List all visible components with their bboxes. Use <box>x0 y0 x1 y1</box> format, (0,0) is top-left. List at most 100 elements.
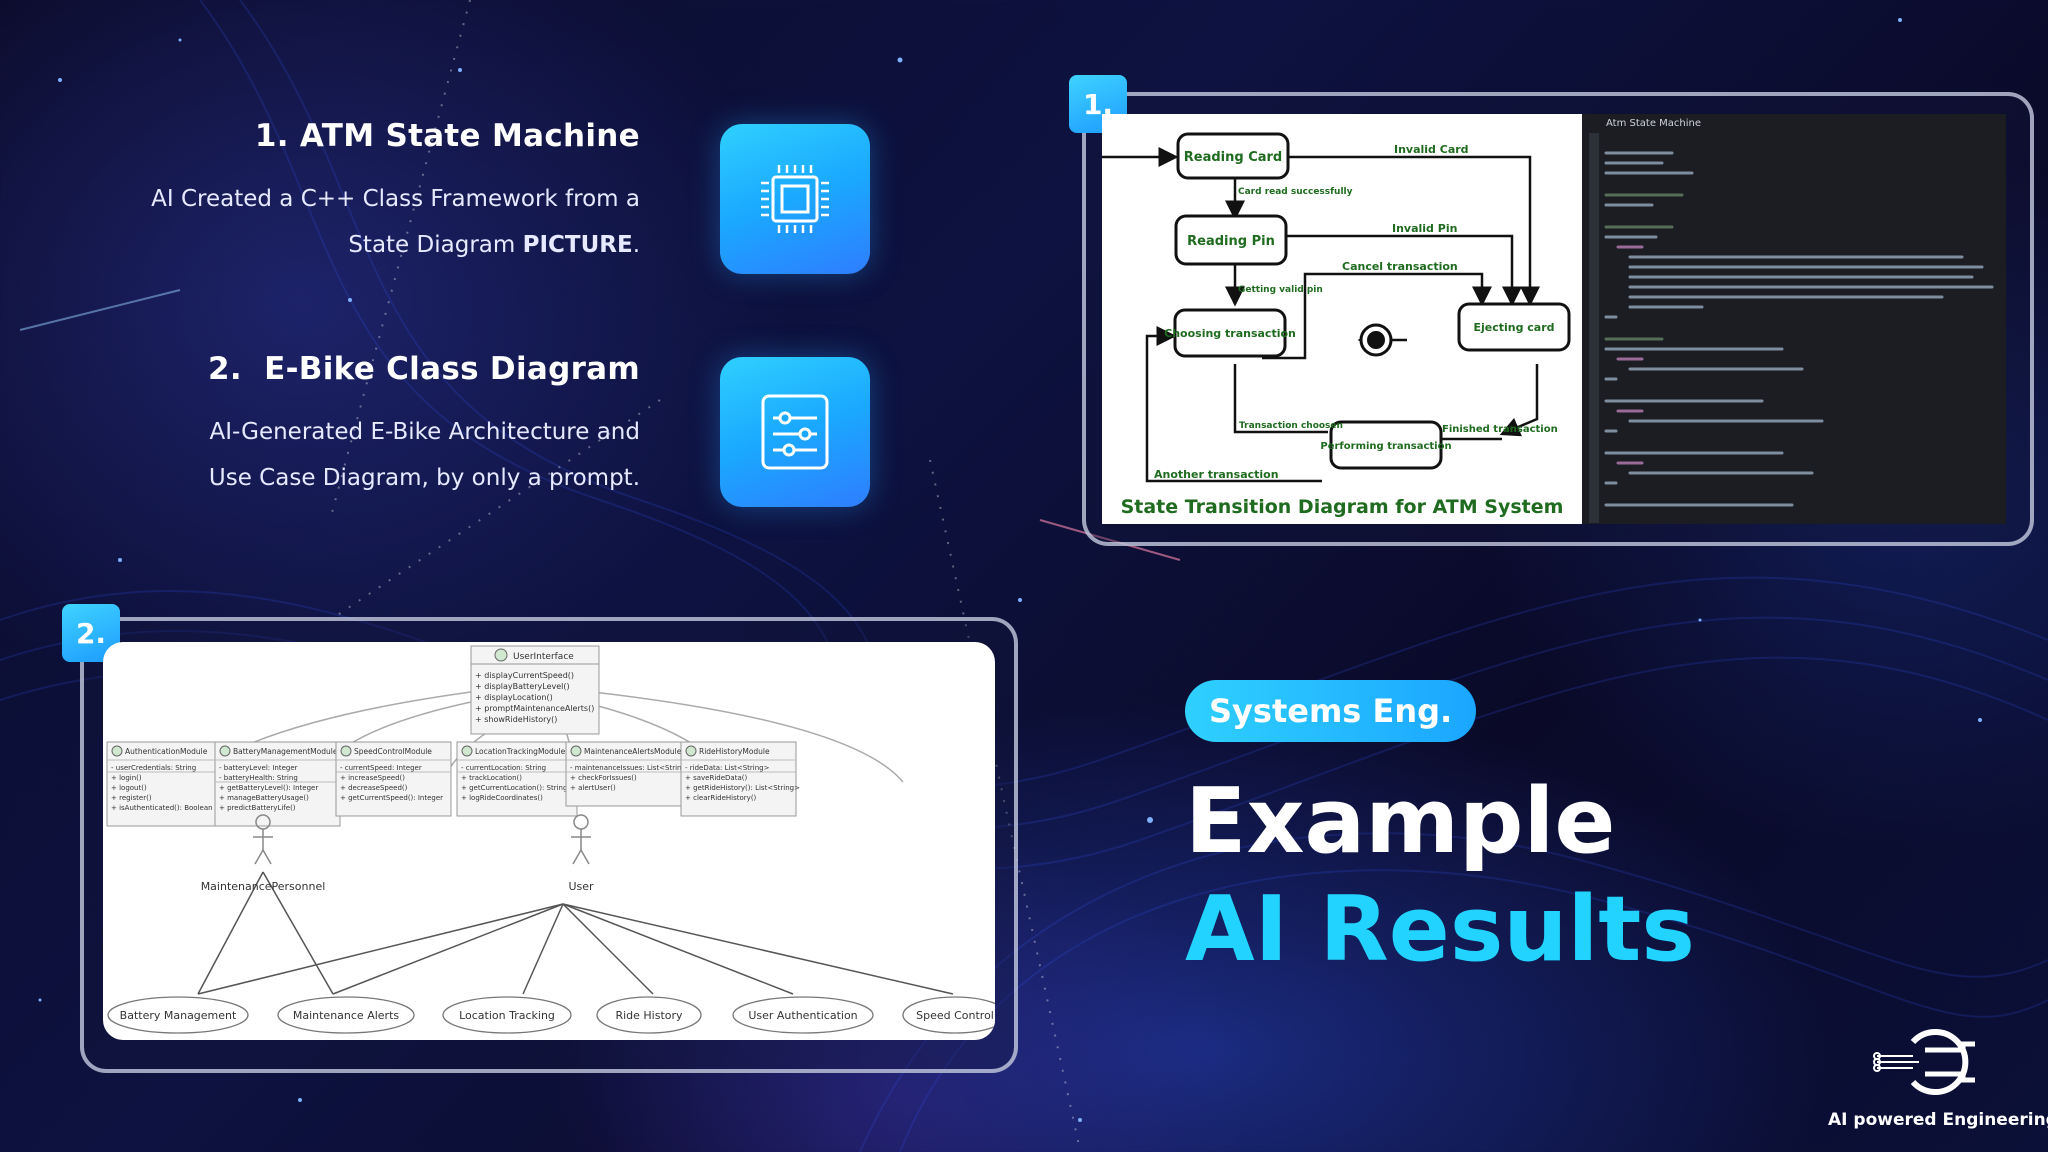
class-member: + logout() <box>111 784 147 792</box>
class-member: + displayLocation() <box>475 693 553 702</box>
class-member: + getCurrentSpeed(): Integer <box>340 794 443 802</box>
uml-class-box: BatteryManagementModule - batteryLevel: I… <box>214 741 341 827</box>
uml-modules: AuthenticationModule - userCredentials: S… <box>106 741 800 827</box>
use-case-label: Ride History <box>615 1009 683 1022</box>
uml-class-box: RideHistoryModule - rideData: List<String… <box>680 741 800 817</box>
class-name: UserInterface <box>513 652 574 662</box>
actor-figures <box>253 814 591 865</box>
category-tag: Systems Eng. <box>1185 680 1477 742</box>
uml-class-box: SpeedControlModule - currentSpeed: Intege… <box>335 741 452 817</box>
diagram-caption: State Transition Diagram for ATM System <box>1121 496 1564 518</box>
class-member: + login() <box>111 774 142 782</box>
class-member: - userCredentials: String <box>111 764 196 772</box>
item-description: AI Created a C++ Class Framework from a … <box>120 176 640 268</box>
class-member: + saveRideData() <box>685 774 747 782</box>
class-member: - rideData: List<String> <box>685 764 770 772</box>
item-desc-line: State Diagram PICTURE. <box>120 222 640 268</box>
actor-label: User <box>568 880 594 893</box>
item-description: AI-Generated E-Bike Architecture and Use… <box>100 409 640 501</box>
item-desc-text: State Diagram <box>348 232 523 258</box>
state-node <box>1329 420 1443 470</box>
class-member: - currentLocation: String <box>461 764 546 772</box>
uml-class-box: AuthenticationModule - userCredentials: S… <box>106 741 218 827</box>
state-node <box>1174 214 1288 266</box>
state-label: Reading Card <box>1184 150 1282 165</box>
use-case-label: Location Tracking <box>459 1009 555 1022</box>
class-member: - batteryLevel: Integer <box>219 764 298 772</box>
item-atm: 1. ATM State Machine AI Created a C++ Cl… <box>120 118 640 268</box>
class-member: + alertUser() <box>570 784 616 792</box>
class-member: - maintenanceIssues: List<String> <box>570 764 692 772</box>
class-member: + logRideCoordinates() <box>461 794 543 802</box>
class-member: + increaseSpeed() <box>340 774 405 782</box>
class-member: + trackLocation() <box>461 774 522 782</box>
item-desc-bold: PICTURE <box>522 232 633 258</box>
class-member: + getBatteryLevel(): Integer <box>219 784 318 792</box>
item-title: 1. ATM State Machine <box>254 118 640 154</box>
state-label: Ejecting card <box>1473 321 1554 334</box>
chip-icon <box>761 165 829 233</box>
item-desc-line: Use Case Diagram, by only a prompt. <box>208 465 640 491</box>
logo-text: AI powered Engineering <box>1828 1110 2048 1130</box>
item-ebike: 2. E-Bike Class Diagram AI-Generated E-B… <box>100 351 640 501</box>
heading-line1: Example <box>1185 769 1616 874</box>
transition-label: Card read successfully <box>1238 187 1353 197</box>
class-name: RideHistoryModule <box>699 747 770 756</box>
state-label: Performing transaction <box>1320 441 1451 452</box>
transition-label: Another transaction <box>1154 468 1279 481</box>
transition-label: Invalid Pin <box>1392 222 1457 235</box>
class-member: + promptMaintenanceAlerts() <box>475 704 594 713</box>
class-member: + register() <box>111 794 152 802</box>
class-name: LocationTrackingModule <box>475 747 566 756</box>
code-editor-preview: Atm State Machine <box>1582 114 2006 524</box>
transition-label: Getting valid pin <box>1238 285 1323 295</box>
class-member: + predictBatteryLife() <box>219 804 296 812</box>
item-desc-text: . <box>632 232 640 258</box>
class-name: SpeedControlModule <box>354 747 432 756</box>
code-tab-title: Atm State Machine <box>1606 118 1702 129</box>
class-name: BatteryManagementModule <box>233 747 338 756</box>
class-name: MaintenanceAlertsModule <box>584 747 682 756</box>
sliders-icon <box>761 394 829 470</box>
use-case-label: Speed Control <box>916 1009 994 1022</box>
item-desc-line: AI Created a C++ Class Framework from a <box>151 186 640 212</box>
ebike-uml-diagram: UserInterface + displayCurrentSpeed() + … <box>103 642 995 1040</box>
use-case-label: Battery Management <box>120 1009 237 1022</box>
class-member: + showRideHistory() <box>475 715 557 724</box>
uml-class-box: LocationTrackingModule - currentLocation:… <box>456 741 578 817</box>
class-member: + displayCurrentSpeed() <box>475 671 574 680</box>
state-node <box>1176 132 1290 180</box>
code-lines <box>1589 133 1994 523</box>
class-member: + checkForIssues() <box>570 774 637 782</box>
transition-label: Transaction choosen <box>1239 421 1343 431</box>
chip-icon-tile <box>720 124 870 274</box>
use-case-label: Maintenance Alerts <box>293 1009 400 1022</box>
company-logo: AI powered Engineering <box>1828 1022 2048 1130</box>
class-member: + clearRideHistory() <box>685 794 757 802</box>
class-member: + displayBatteryLevel() <box>475 682 570 691</box>
item-desc-line: AI-Generated E-Bike Architecture and <box>209 419 640 445</box>
transition-label: Invalid Card <box>1394 143 1469 156</box>
transition-label: Finished transaction <box>1442 424 1558 435</box>
state-label: Choosing transaction <box>1164 327 1296 340</box>
class-member: + decreaseSpeed() <box>340 784 408 792</box>
class-member: - currentSpeed: Integer <box>340 764 422 772</box>
class-member: + getCurrentLocation(): String <box>461 784 567 792</box>
heading-line2: AI Results <box>1185 877 1695 982</box>
class-member: + manageBatteryUsage() <box>219 794 309 802</box>
sliders-icon-tile <box>720 357 870 507</box>
class-member: + isAuthenticated(): Boolean <box>111 804 213 812</box>
class-member: + getRideHistory(): List<String> <box>685 784 800 792</box>
use-case-label: User Authentication <box>748 1009 857 1022</box>
state-label: Reading Pin <box>1187 234 1275 249</box>
state-node <box>1457 302 1571 352</box>
item-title: 2. E-Bike Class Diagram <box>208 351 640 387</box>
state-node <box>1173 308 1287 358</box>
actor-label: MaintenancePersonnel <box>201 880 326 893</box>
class-member: - batteryHealth: String <box>219 774 298 782</box>
uml-class-box: MaintenanceAlertsModule - maintenanceIssu… <box>565 741 692 807</box>
transition-label: Cancel transaction <box>1342 260 1458 273</box>
uml-interface: UserInterface + displayCurrentSpeed() + … <box>470 645 600 735</box>
class-name: AuthenticationModule <box>125 747 208 756</box>
wrench-circuit-icon <box>1873 1029 1975 1095</box>
